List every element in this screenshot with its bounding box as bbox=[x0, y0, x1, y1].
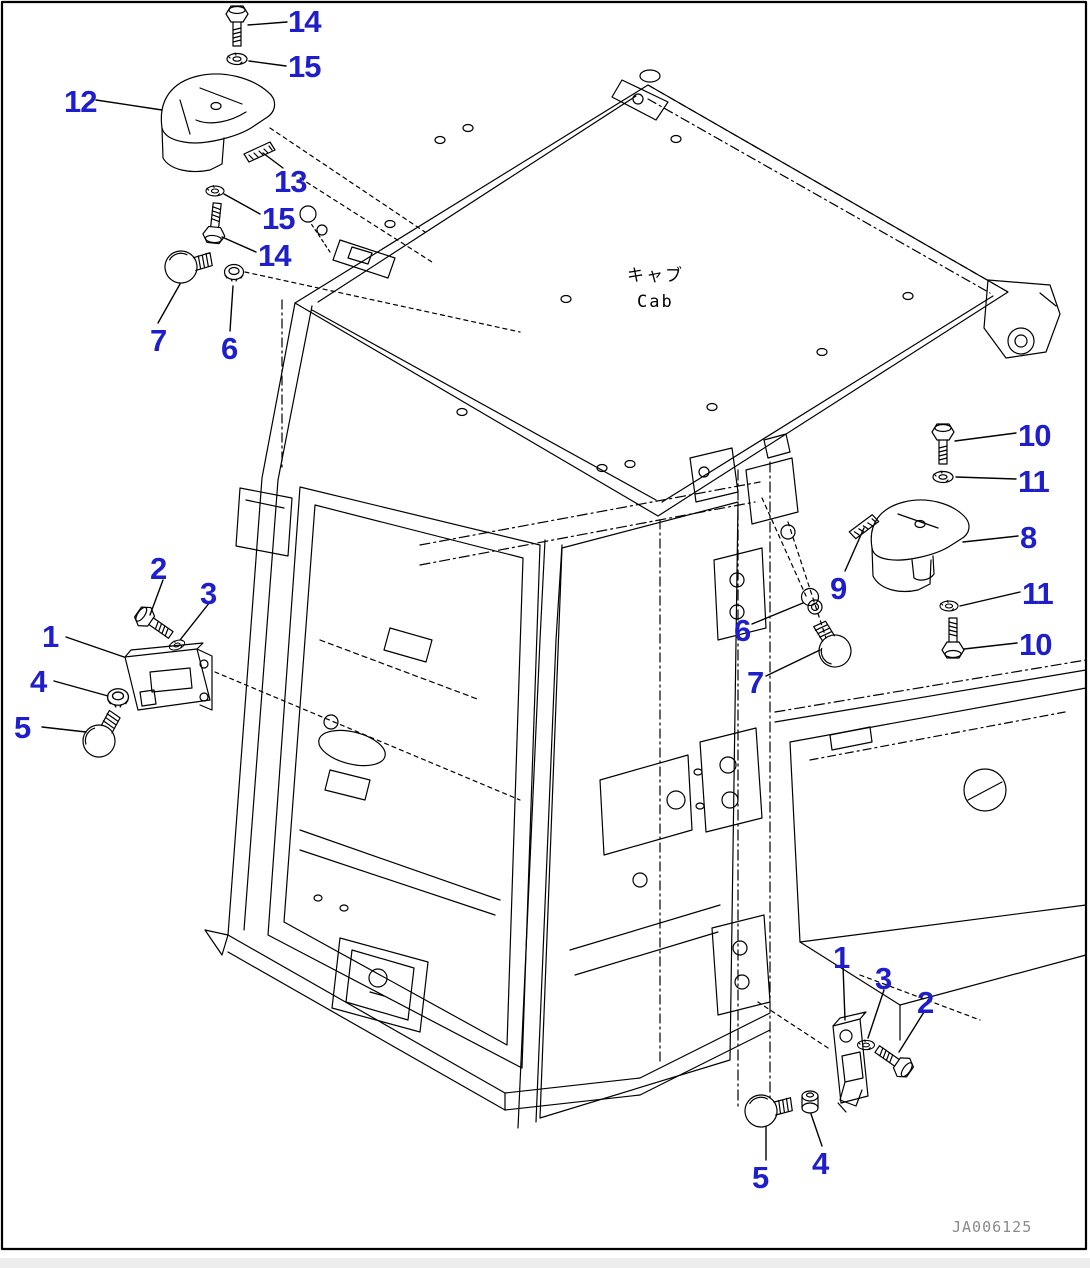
part-bolt-14-top bbox=[225, 5, 249, 47]
callout-7-left: 7 bbox=[150, 323, 167, 358]
part-cover-8 bbox=[870, 499, 970, 593]
callout-12: 12 bbox=[64, 84, 97, 119]
part-nut-6-mid bbox=[800, 587, 823, 615]
drawing-id: JA006125 bbox=[952, 1218, 1033, 1236]
callout-7-mid: 7 bbox=[747, 665, 764, 700]
part-cover-12 bbox=[160, 73, 276, 173]
part-washer-3-bottom bbox=[856, 1039, 876, 1051]
callout-5-bottom: 5 bbox=[752, 1160, 769, 1195]
callout-11-lower: 11 bbox=[1022, 576, 1054, 611]
part-knob-5-left bbox=[76, 705, 131, 764]
part-bracket-1-bottom bbox=[832, 1011, 869, 1113]
cab-front-left bbox=[227, 299, 541, 1069]
part-knob-7-mid bbox=[806, 615, 857, 673]
callout-14-lower: 14 bbox=[258, 238, 291, 273]
projection-lines bbox=[214, 127, 829, 1049]
callout-14-top: 14 bbox=[288, 4, 321, 39]
part-nut-4-bottom bbox=[801, 1090, 819, 1114]
callout-10-lower: 10 bbox=[1019, 627, 1052, 662]
callout-15-lower: 15 bbox=[262, 201, 295, 236]
section-title-japanese: キャブ bbox=[627, 266, 684, 286]
callout-9: 9 bbox=[830, 571, 847, 606]
callout-8: 8 bbox=[1020, 520, 1037, 555]
leader-lines bbox=[41, 21, 1021, 1161]
callout-3-left: 3 bbox=[200, 576, 217, 611]
part-nut-6-left bbox=[223, 263, 245, 282]
cab-roof bbox=[294, 69, 1061, 517]
callout-15-top: 15 bbox=[288, 49, 321, 84]
cab-right-panel bbox=[774, 659, 1087, 1041]
bottom-strip bbox=[0, 1258, 1090, 1268]
callout-11-top: 11 bbox=[1018, 464, 1050, 499]
part-clip-9 bbox=[846, 513, 882, 541]
callout-1-left: 1 bbox=[42, 619, 59, 654]
part-washer-15-lower bbox=[205, 185, 225, 197]
callout-6-mid: 6 bbox=[734, 613, 751, 648]
part-bolt-2-left bbox=[131, 602, 178, 645]
cab-center bbox=[419, 481, 761, 1129]
callout-13: 13 bbox=[274, 164, 307, 199]
part-knob-5-bottom bbox=[742, 1090, 795, 1130]
part-nut-4-left bbox=[106, 688, 130, 708]
callout-4-left: 4 bbox=[30, 664, 47, 699]
part-washer-15-top bbox=[226, 52, 248, 66]
callout-3-bottom: 3 bbox=[875, 961, 892, 996]
cab-base bbox=[204, 929, 771, 1111]
part-bolt-2-bottom bbox=[870, 1039, 917, 1082]
callout-6-left: 6 bbox=[221, 331, 238, 366]
part-knob-7-left bbox=[161, 245, 215, 287]
part-bolt-10-lower bbox=[941, 617, 965, 659]
callout-5-left: 5 bbox=[14, 710, 31, 745]
part-bolt-10-top bbox=[931, 423, 955, 465]
callout-2-bottom: 2 bbox=[917, 985, 934, 1020]
section-title-english: Cab bbox=[637, 292, 674, 312]
part-washer-11-top bbox=[932, 470, 954, 484]
cab-hinge-column bbox=[693, 461, 771, 1109]
part-washer-11-lower bbox=[939, 600, 959, 612]
callout-4-bottom: 4 bbox=[812, 1146, 829, 1181]
part-bracket-1-left bbox=[124, 642, 213, 711]
part-bolt-14-lower bbox=[201, 201, 229, 245]
callout-2-left: 2 bbox=[150, 551, 167, 586]
callout-1-bottom: 1 bbox=[833, 940, 850, 975]
callout-10-top: 10 bbox=[1018, 418, 1051, 453]
cab-right-latch bbox=[689, 433, 799, 540]
